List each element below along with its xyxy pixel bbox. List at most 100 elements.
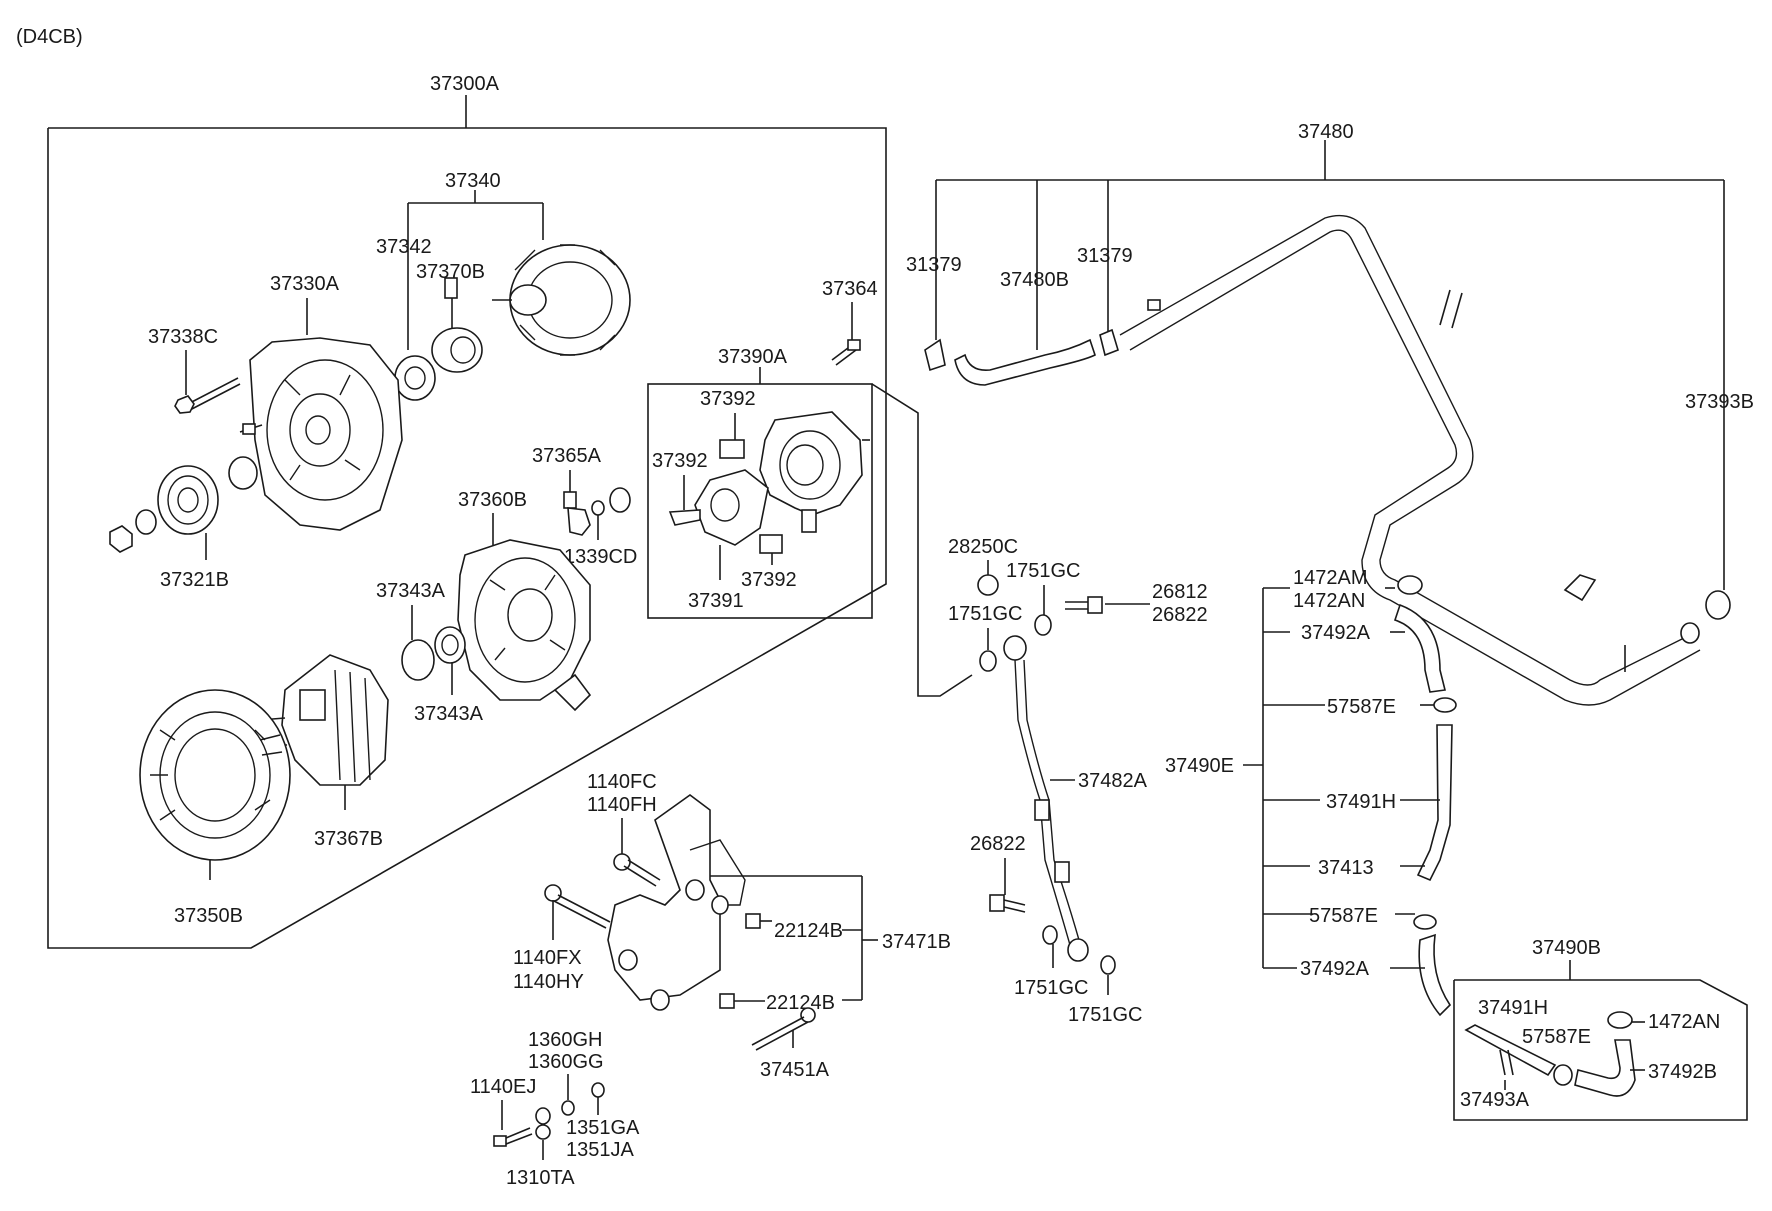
vacuum-line-bracket-37480 <box>935 140 1725 590</box>
clamp-57587E-2 <box>1413 914 1437 930</box>
label-37365A: 37365A <box>532 445 602 467</box>
alternator-assembly-frame <box>47 95 887 949</box>
label-1472AN: 1472AN <box>1293 590 1365 612</box>
hose-37480B <box>954 338 1096 386</box>
label-37493A: 37493A <box>1460 1089 1530 1111</box>
label-37471B: 37471B <box>882 931 951 953</box>
label-37338C: 37338C <box>148 326 218 348</box>
label-1140EJ: 1140EJ <box>470 1076 536 1098</box>
label-37330A: 37330A <box>270 273 340 295</box>
ring-37343A-b <box>434 626 466 664</box>
label-37482A: 37482A <box>1078 770 1148 792</box>
label-1751GC-1: 1751GC <box>1006 560 1081 582</box>
label-37343A-top: 37343A <box>376 580 446 602</box>
bolt-26812 <box>1065 596 1103 614</box>
washer-1310TA-b <box>535 1124 551 1140</box>
pipe-stub <box>1439 289 1451 326</box>
bolt-26822 <box>989 894 1026 913</box>
slip-ring-37370B <box>431 277 483 373</box>
label-28250C: 28250C <box>948 536 1018 558</box>
hose-37492B <box>1574 1039 1636 1097</box>
label-1360GH: 1360GH <box>528 1029 603 1051</box>
label-37491H-b: 37491H <box>1478 997 1548 1019</box>
label-1351JA: 1351JA <box>566 1139 634 1161</box>
label-26822-left: 26822 <box>970 833 1026 855</box>
clamp-1472AM <box>1397 575 1423 595</box>
label-1140HY: 1140HY <box>513 971 584 993</box>
label-37413: 37413 <box>1318 857 1374 879</box>
clamp-1472AN-b <box>1607 1011 1633 1029</box>
label-1140FC: 1140FC <box>587 771 657 793</box>
label-37492A-1: 37492A <box>1301 622 1371 644</box>
clamp-31379-left <box>924 338 946 372</box>
washer-1751GC-3 <box>1042 925 1058 945</box>
label-22124B-1: 22124B <box>774 920 843 942</box>
pipe-bracket <box>1563 574 1597 602</box>
label-37393B: 37393B <box>1685 391 1754 413</box>
oil-hose-bracket-37490E <box>1243 587 1325 969</box>
label-1140FH: 1140FH <box>587 794 657 816</box>
ring-37343A-a <box>401 639 435 681</box>
label-1472AN-b: 1472AN <box>1648 1011 1720 1033</box>
label-1472AM: 1472AM <box>1293 567 1368 589</box>
brush-37392-top <box>719 439 745 459</box>
label-37340: 37340 <box>445 170 501 192</box>
engine-code: (D4CB) <box>16 26 83 48</box>
hose-37491H <box>1416 724 1453 882</box>
label-1310TA: 1310TA <box>506 1167 575 1189</box>
label-37364: 37364 <box>822 278 878 300</box>
label-57587E-b: 57587E <box>1522 1026 1591 1048</box>
label-37480: 37480 <box>1298 121 1354 143</box>
regulator-37391 <box>668 469 769 546</box>
label-31379-left: 31379 <box>906 254 962 276</box>
hose-37492A-1 <box>1393 603 1446 693</box>
rear-housing-37360B <box>457 539 592 712</box>
alternator-bracket-37471B <box>607 794 761 1011</box>
bolt-37451A <box>751 1007 816 1051</box>
rotor-part <box>492 244 631 356</box>
pipe-37491H-b <box>1464 1024 1557 1077</box>
label-1751GC-2: 1751GC <box>948 603 1023 625</box>
brush-holder-part <box>759 411 870 533</box>
bolt-1140EJ <box>493 1127 533 1147</box>
clamp-57587E-1 <box>1433 697 1457 713</box>
brush-holder-box <box>647 367 973 697</box>
pipe-fitting-1 <box>1147 299 1161 311</box>
label-37392-bottom: 37392 <box>741 569 797 591</box>
label-1751GC-3: 1751GC <box>1014 977 1089 999</box>
label-37491H: 37491H <box>1326 791 1396 813</box>
label-1351GA: 1351GA <box>566 1117 640 1139</box>
clamp-31379-right <box>1099 328 1119 357</box>
label-37360B: 37360B <box>458 489 527 511</box>
label-1339CD: 1339CD <box>564 546 637 568</box>
label-37390A: 37390A <box>718 346 788 368</box>
label-37370B: 37370B <box>416 261 485 283</box>
label-37343A-bottom: 37343A <box>414 703 484 725</box>
label-37391: 37391 <box>688 590 744 612</box>
label-37342: 37342 <box>376 236 432 258</box>
bolt-1140FX <box>544 884 611 929</box>
terminal-37365A <box>563 487 631 536</box>
rotor-bracket-37340 <box>407 190 544 350</box>
vacuum-pipe-inner <box>1129 229 1701 706</box>
cable-37482A <box>1003 635 1089 962</box>
nut-1351GA <box>591 1082 605 1098</box>
bracket-37471B-leader <box>710 875 878 1002</box>
front-housing-37330A <box>239 337 403 531</box>
pulley-37321B <box>109 456 258 553</box>
washer-1751GC-2 <box>979 650 997 672</box>
label-31379-right: 31379 <box>1077 245 1133 267</box>
label-1360GG: 1360GG <box>528 1051 604 1073</box>
label-22124B-2: 22124B <box>766 992 835 1014</box>
label-37300A: 37300A <box>430 73 500 95</box>
label-37492A-2: 37492A <box>1300 958 1370 980</box>
label-26812: 26812 <box>1152 581 1208 603</box>
stator-37350B <box>139 689 291 861</box>
clip-28250C <box>977 574 999 596</box>
cap-37393B <box>1705 590 1731 620</box>
bearing-37342 <box>394 355 436 401</box>
label-57587E-1: 57587E <box>1327 696 1396 718</box>
label-37392-left: 37392 <box>652 450 708 472</box>
label-57587E-2: 57587E <box>1309 905 1378 927</box>
